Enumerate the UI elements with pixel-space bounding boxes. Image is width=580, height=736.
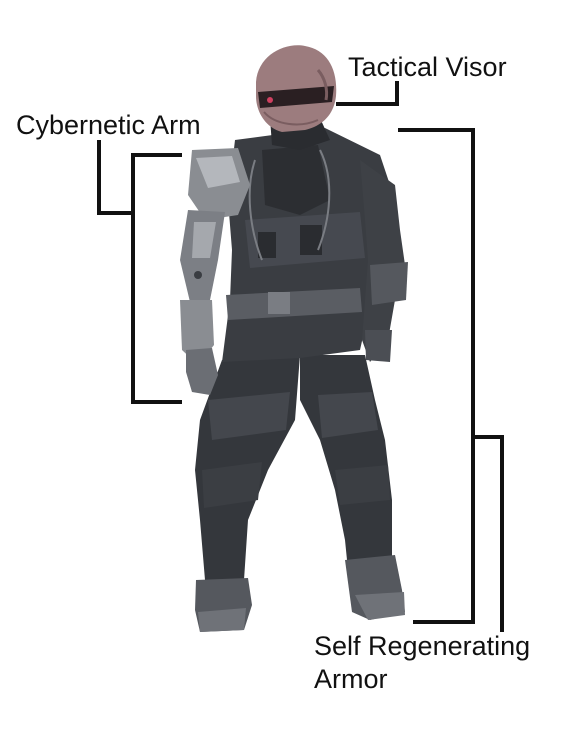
armor-label-line2: Armor: [314, 664, 388, 694]
soldier-figure: [180, 45, 408, 632]
cybernetic-arm-illustration: [180, 148, 250, 395]
torso: [222, 128, 395, 362]
right-arm: [360, 160, 408, 362]
visor-callout-line: [336, 81, 399, 106]
tactical-visor-label: Tactical Visor: [348, 52, 507, 82]
armor-label-line1: Self Regenerating: [314, 631, 531, 661]
armor-bracket: [398, 128, 504, 632]
arm-bracket: [97, 140, 182, 404]
cybernetic-arm-label: Cybernetic Arm: [16, 110, 201, 140]
legs: [195, 355, 405, 632]
armor-label: Self Regenerating Armor: [314, 630, 530, 696]
helmet: [256, 45, 337, 150]
